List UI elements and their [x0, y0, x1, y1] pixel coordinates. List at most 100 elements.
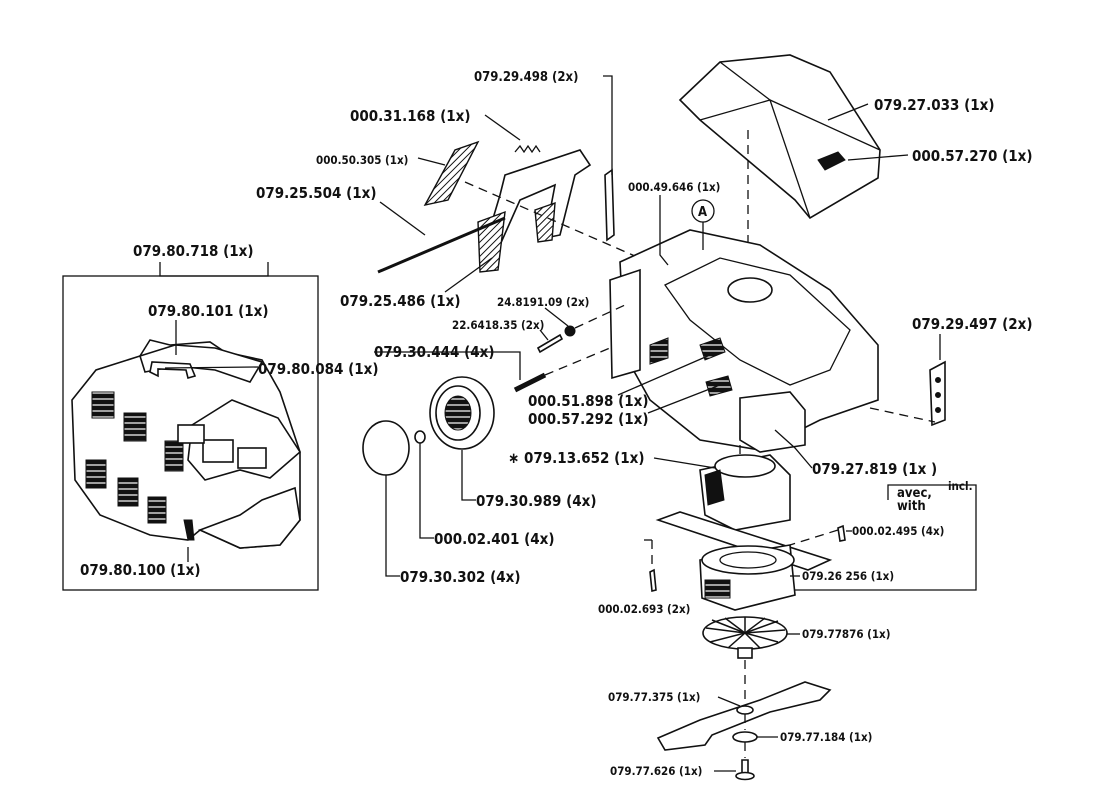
leader-line	[659, 195, 669, 266]
callout-wheel-axle: 079.30.444 (4x)	[374, 343, 495, 361]
callout-grass-box: 079.80.718 (1x)	[133, 242, 254, 260]
grass-bag-slot	[183, 519, 195, 541]
callout-grass-box-top: 079.80.101 (1x)	[148, 302, 269, 320]
grass-bag-vent	[147, 496, 167, 524]
leader-line	[847, 154, 909, 161]
leader-line	[374, 351, 521, 380]
grass-bag-handle	[149, 361, 197, 379]
fasteners-group: 24.8191.09 (2x) 22.6418.35 (2x)	[452, 295, 626, 354]
mower-deck-group: A 000.49.646 (1x) 000.51.898 (1x) 000.57…	[528, 180, 977, 591]
washer	[414, 430, 426, 444]
callout-housing-screw: 000.02.495 (4x)	[852, 524, 944, 538]
deck-vent	[699, 337, 726, 361]
callout-blade-bolt: 079.77.626 (1x)	[610, 764, 702, 778]
callout-fan-housing: 079.26 256 (1x)	[802, 569, 894, 583]
fan-hub	[737, 647, 753, 659]
bracket-hole	[935, 392, 941, 398]
housing-screw	[649, 568, 657, 592]
assembly-axis	[789, 529, 839, 546]
grass-bag-vent	[91, 391, 115, 419]
callout-support-rod: 079.29.498 (2x)	[474, 70, 578, 85]
callout-grass-box-handle: 079.80.084 (1x)	[258, 360, 379, 378]
leader-line	[484, 114, 521, 141]
callout-screw: 22.6418.35 (2x)	[452, 318, 544, 332]
callout-deck-sticker: 000.57.292 (1x)	[528, 410, 649, 428]
grass-bag-compartment	[202, 439, 234, 463]
callout-spring: 000.31.168 (1x)	[350, 107, 471, 125]
fan-vanes	[705, 617, 786, 649]
leader-line	[603, 75, 613, 175]
leader-line	[461, 450, 476, 501]
leader-line	[379, 201, 426, 236]
leader-line	[544, 307, 569, 327]
hub-cap	[362, 420, 410, 476]
grass-bag-vent	[117, 477, 139, 507]
leader-line	[717, 696, 741, 707]
motor-opening	[727, 277, 773, 303]
flap-axle-rod	[377, 216, 506, 274]
wheel-hub	[444, 395, 472, 431]
nut	[564, 325, 576, 337]
note-with: with	[897, 499, 926, 514]
callout-wheel: 079.30.989 (4x)	[476, 492, 597, 510]
leader-line	[653, 457, 716, 469]
rear-flap-panel	[534, 201, 556, 243]
fan-housing-vent	[704, 579, 731, 599]
incl-bracket	[790, 484, 977, 591]
assembly-axis	[574, 304, 626, 329]
callout-housing-screw-2: 000.02.693 (2x)	[598, 602, 690, 616]
fan-housing-group: 079.26 256 (1x) 000.02.495 (4x) 000.02.6…	[598, 524, 944, 616]
blade-washer	[732, 731, 758, 743]
callout-hub-cap: 079.30.302 (4x)	[400, 568, 521, 586]
grass-bag-compartment	[237, 447, 267, 469]
callout-nut: 24.8191.09 (2x)	[497, 295, 589, 309]
deck-vent	[649, 337, 669, 365]
leader-line	[774, 429, 813, 469]
assembly-axis	[544, 347, 611, 376]
fan-housing-opening	[719, 551, 777, 569]
deflector-plate	[423, 140, 480, 207]
callout-motor: ∗ 079.13.652 (1x)	[508, 449, 645, 467]
leader-line	[827, 103, 869, 121]
callout-deflector: 000.50.305 (1x)	[316, 153, 408, 167]
grass-box-bracket	[159, 262, 269, 277]
grass-bag-compartment	[177, 424, 205, 444]
callout-grass-box-base: 079.80.100 (1x)	[80, 561, 201, 579]
bracket-hole	[935, 407, 941, 413]
callout-washer: 000.02.401 (4x)	[434, 530, 555, 548]
callout-cover-latch: 000.57.270 (1x)	[912, 147, 1033, 165]
support-rod	[604, 168, 615, 242]
motor-cover-ridge	[769, 99, 811, 219]
housing-screw	[837, 524, 846, 542]
blade-hole	[736, 705, 754, 715]
callout-fan-impeller: 079.77876 (1x)	[802, 627, 890, 641]
leader-line	[417, 157, 446, 166]
motor-cover-group: 079.27.033 (1x) 000.57.270 (1x)	[678, 54, 1033, 280]
wheel-group: 079.30.444 (4x) 079.30.989 (4x) 000.02.4…	[362, 343, 611, 586]
callout-side-cover: 079.27.819 (1x )	[812, 460, 937, 478]
leader-line	[539, 329, 549, 341]
blade-bolt-head	[735, 771, 755, 781]
callout-handle-bracket: 079.29.497 (2x)	[912, 315, 1033, 333]
a-marker-label: A	[698, 205, 707, 220]
rear-flap-group: 079.29.498 (2x) 000.31.168 (1x) 000.50.3…	[256, 70, 691, 310]
blade-group: 079.77876 (1x) 079.77.375 (1x) 079.77.18…	[608, 616, 890, 781]
spring	[514, 144, 541, 154]
assembly-axis	[464, 181, 691, 281]
wheel-axle	[513, 372, 547, 393]
grass-bag-vent	[123, 412, 147, 442]
leader-line	[617, 354, 711, 396]
leader-line	[164, 366, 259, 369]
callout-axle-rod: 079.25.504 (1x)	[256, 184, 377, 202]
handle-bracket-group: 079.29.497 (2x)	[869, 315, 1033, 427]
screw	[536, 333, 564, 354]
grass-box-group: 079.80.718 (1x) 079.80.101 (1x) 079.80.0…	[62, 242, 379, 591]
grass-bag-vent	[85, 459, 107, 489]
note-incl: incl.	[948, 479, 973, 493]
deck-side-cover	[739, 391, 806, 453]
callout-motor-cover: 079.27.033 (1x)	[874, 96, 995, 114]
deck-rear-post	[609, 268, 641, 380]
callout-cutting-blade: 079.77.375 (1x)	[608, 690, 700, 704]
